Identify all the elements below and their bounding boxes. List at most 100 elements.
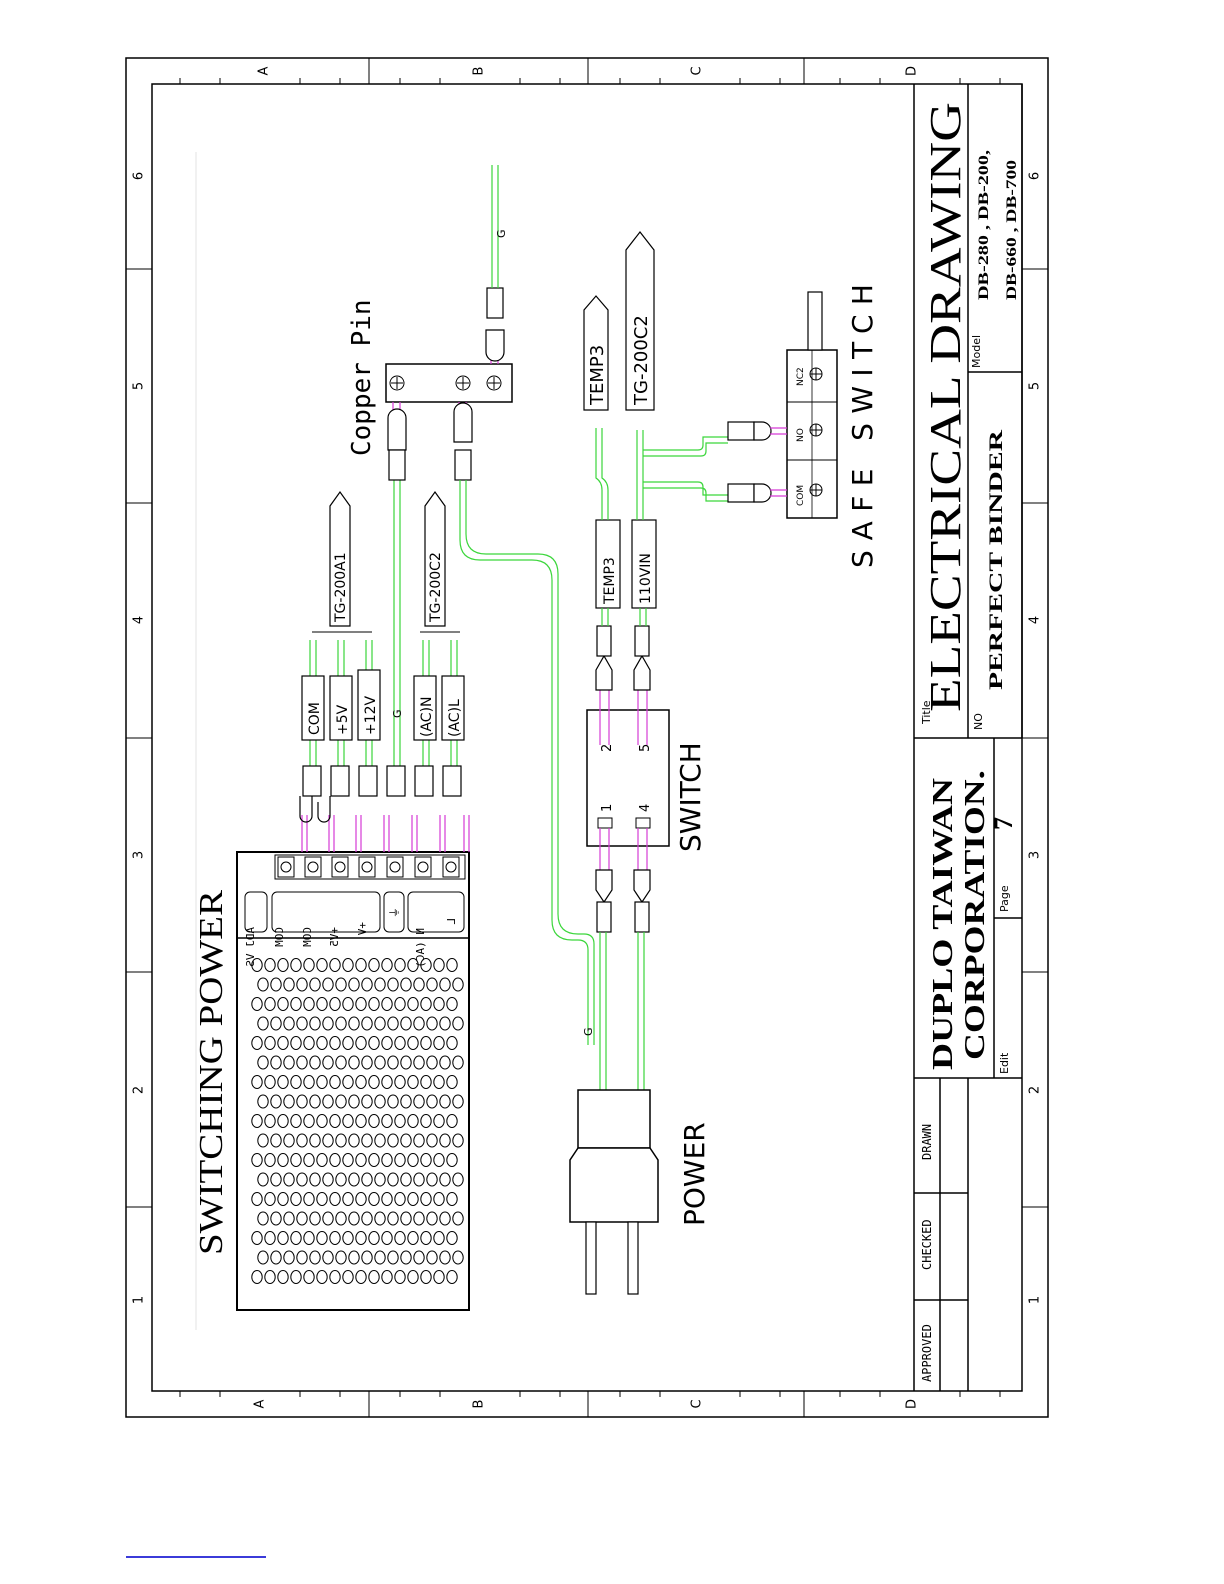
vent-hole (283, 1133, 295, 1148)
vent-hole (426, 1211, 438, 1226)
vent-hole (394, 1153, 406, 1167)
switch-pin-1: 1 (600, 804, 615, 812)
vent-hole (296, 1016, 308, 1031)
vent-hole (309, 1016, 321, 1031)
vent-hole (316, 1192, 328, 1206)
wire-label-12v: +12V (363, 695, 379, 735)
svg-text:+V5: +V5 (328, 927, 341, 947)
vent-hole (381, 1153, 393, 1167)
vent-hole (355, 1036, 367, 1050)
vent-hole (420, 1192, 432, 1206)
vent-hole (322, 1211, 334, 1226)
edit-label: Edit (998, 1052, 1011, 1074)
vent-hole (329, 1153, 341, 1167)
vent-hole (400, 1172, 412, 1187)
vent-hole (446, 1192, 458, 1206)
vent-hole (413, 1094, 425, 1109)
terminal-labels: ADJ VS COM COM +V5 +V ⏚ N (AC) L (244, 907, 458, 968)
vent-hole (329, 1231, 341, 1245)
zone-label-4-left: 4 (132, 616, 147, 624)
vent-hole (342, 1075, 354, 1089)
vent-hole (342, 1114, 354, 1128)
vent-hole (387, 977, 399, 992)
title-block-frame (913, 84, 1023, 1391)
vent-hole (303, 997, 315, 1011)
vent-hole (309, 1172, 321, 1187)
safe-switch-pin-com: COM (796, 485, 806, 506)
vent-hole (368, 1153, 380, 1167)
switching-power-unit: ADJ VS COM COM +V5 +V ⏚ N (AC) L SWITCHI… (193, 152, 470, 1330)
vent-hole (446, 1036, 458, 1050)
vent-hole (420, 1231, 432, 1245)
vent-hole (303, 958, 315, 972)
vent-hole (355, 1270, 367, 1284)
vent-hole (426, 1250, 438, 1265)
vent-hole (433, 1036, 445, 1050)
vent-hole (413, 977, 425, 992)
vent-hole (381, 997, 393, 1011)
vent-hole (277, 1114, 289, 1128)
vent-hole (413, 1055, 425, 1070)
vent-hole (309, 1094, 321, 1109)
vent-hole (264, 1114, 276, 1128)
vent-hole (446, 958, 458, 972)
vent-hole (322, 1055, 334, 1070)
vent-hole (381, 1231, 393, 1245)
vent-hole (361, 1172, 373, 1187)
vent-hole (251, 1231, 263, 1245)
vent-hole (348, 1016, 360, 1031)
copper-pin-label: Copper Pin (347, 299, 377, 456)
vent-hole (348, 1211, 360, 1226)
vent-hole (251, 1153, 263, 1167)
vent-hole (283, 1172, 295, 1187)
vent-holes (251, 958, 464, 1284)
vent-hole (329, 958, 341, 972)
vent-hole (433, 1270, 445, 1284)
vent-hole (368, 1270, 380, 1284)
vent-hole (316, 997, 328, 1011)
vent-hole (283, 1055, 295, 1070)
vent-hole (277, 1231, 289, 1245)
vent-hole (426, 977, 438, 992)
vent-hole (387, 1250, 399, 1265)
wire-label-g-1: G (391, 709, 404, 718)
vent-hole (374, 977, 386, 992)
vent-hole (303, 1114, 315, 1128)
vent-hole (277, 1270, 289, 1284)
vent-hole (400, 977, 412, 992)
wire-label-temp3-a: TEMP3 (602, 557, 618, 605)
vent-hole (342, 958, 354, 972)
vent-hole (381, 1270, 393, 1284)
vent-hole (264, 1270, 276, 1284)
vent-hole (413, 1211, 425, 1226)
vent-hole (283, 1250, 295, 1265)
vent-hole (316, 1270, 328, 1284)
vent-hole (426, 1172, 438, 1187)
safe-switch-label: SAFE SWITCH (846, 284, 879, 568)
vent-hole (433, 958, 445, 972)
vent-hole (374, 1211, 386, 1226)
terminal-screws (277, 856, 460, 878)
vent-hole (433, 1231, 445, 1245)
zone-label-2-left: 2 (132, 1086, 147, 1094)
vent-hole (374, 1250, 386, 1265)
vent-hole (452, 1172, 464, 1187)
vent-hole (251, 958, 263, 972)
vent-hole (368, 1192, 380, 1206)
vent-hole (270, 1250, 282, 1265)
vent-hole (420, 1075, 432, 1089)
vent-hole (348, 1133, 360, 1148)
zone-label-d-bottom: D (905, 1399, 920, 1409)
vent-hole (361, 1211, 373, 1226)
vent-hole (394, 1231, 406, 1245)
vent-hole (335, 977, 347, 992)
vent-hole (290, 1192, 302, 1206)
vent-hole (400, 1211, 412, 1226)
title-block: Title ELECTRICAL DRAWING NO PERFECT BIND… (920, 102, 1020, 1382)
zone-label-2-right: 2 (1028, 1086, 1043, 1094)
vent-hole (335, 1133, 347, 1148)
vent-hole (257, 1250, 269, 1265)
vent-hole (335, 1094, 347, 1109)
vent-hole (394, 1114, 406, 1128)
